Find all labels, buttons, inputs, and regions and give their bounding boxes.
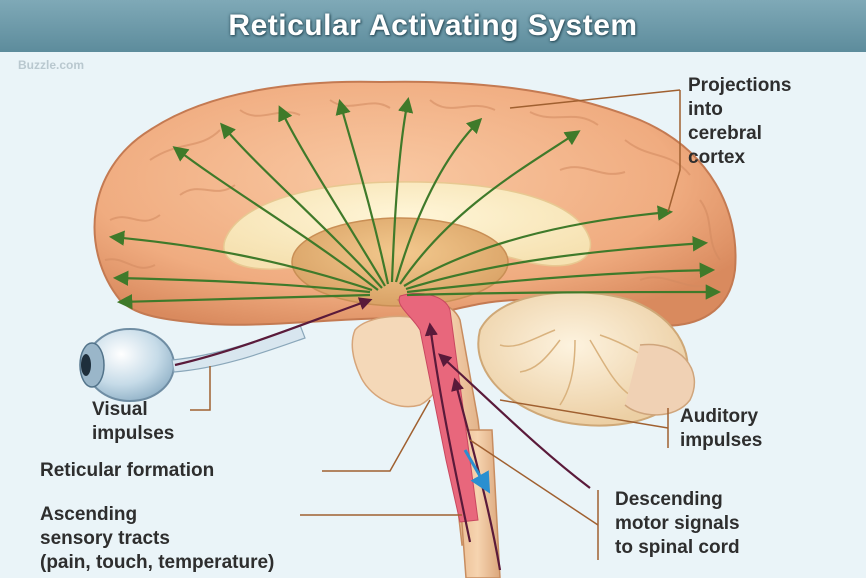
label-line: Ascending <box>40 503 274 527</box>
label-line: impulses <box>92 422 174 446</box>
label-line: motor signals <box>615 512 740 536</box>
label-line: cortex <box>688 146 791 170</box>
label-line: cerebral <box>688 122 791 146</box>
label-ascending-sensory-tracts: Ascending sensory tracts (pain, touch, t… <box>40 503 274 575</box>
label-line: Visual <box>92 398 174 422</box>
label-auditory-impulses: Auditory impulses <box>680 405 762 453</box>
label-reticular-formation: Reticular formation <box>40 459 214 483</box>
label-line: Descending <box>615 488 740 512</box>
label-line: sensory tracts <box>40 527 274 551</box>
label-descending-motor-signals: Descending motor signals to spinal cord <box>615 488 740 560</box>
label-line: into <box>688 98 791 122</box>
label-line: impulses <box>680 429 762 453</box>
label-visual-impulses: Visual impulses <box>92 398 174 446</box>
label-line: to spinal cord <box>615 536 740 560</box>
label-line: (pain, touch, temperature) <box>40 551 274 575</box>
label-line: Projections <box>688 74 791 98</box>
label-line: Auditory <box>680 405 762 429</box>
label-projections: Projections into cerebral cortex <box>688 74 791 170</box>
